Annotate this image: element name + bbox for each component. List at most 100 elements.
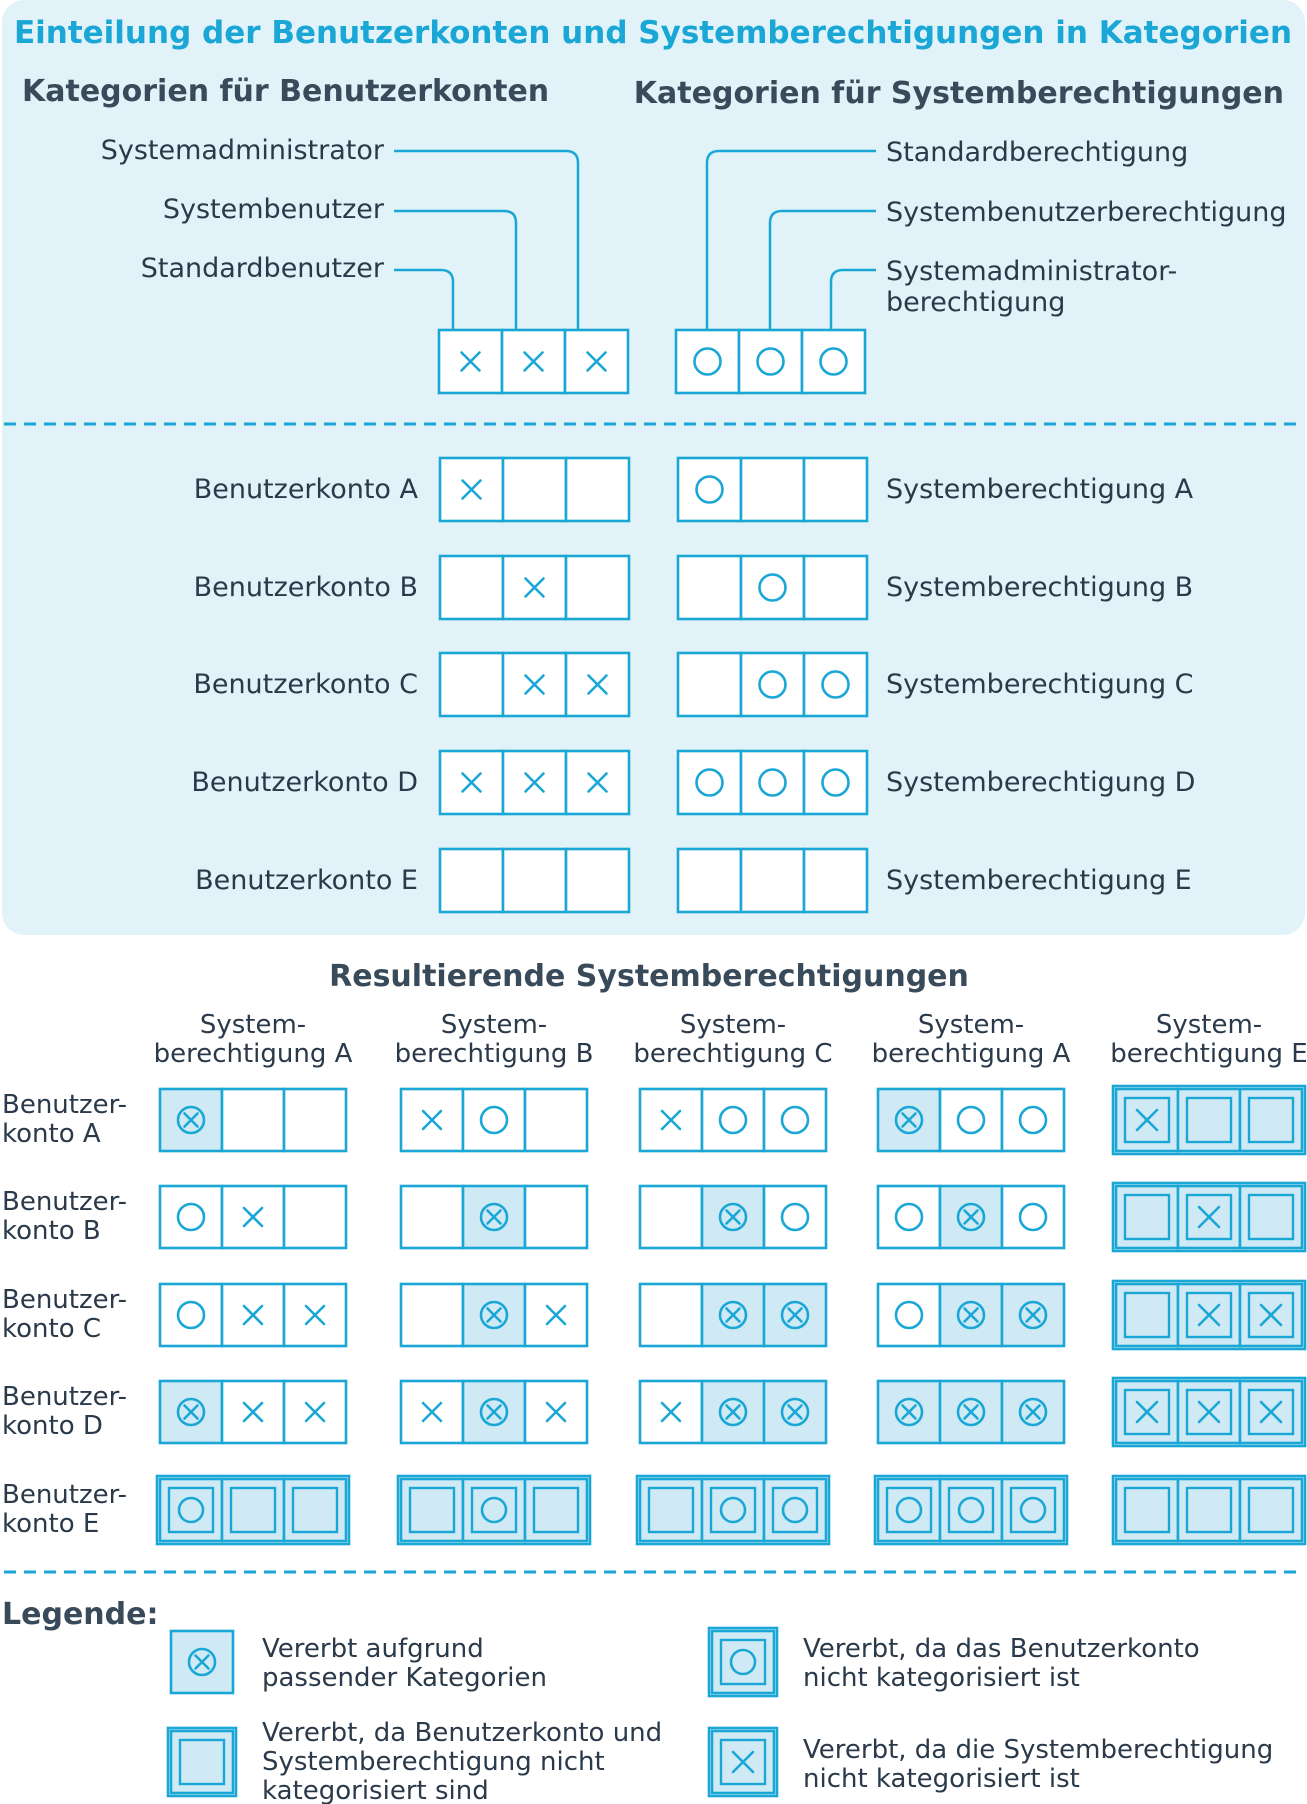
connector-systemadministrator bbox=[394, 149, 580, 330]
result-cells-r4-c0 bbox=[155, 1474, 351, 1546]
result-column-header-4: berechtigung E bbox=[1110, 1039, 1307, 1069]
permission-label-2: Systemberechtigung C bbox=[886, 669, 1194, 700]
cell-o bbox=[876, 1184, 942, 1250]
result-column-header-2: berechtigung C bbox=[633, 1039, 832, 1069]
result-column-header-3: berechtigung A bbox=[872, 1039, 1071, 1069]
account-cells-3 bbox=[438, 749, 631, 816]
result-cells-r0-c0 bbox=[158, 1087, 348, 1153]
cell-b bbox=[1238, 1477, 1304, 1543]
cell-empty bbox=[676, 847, 743, 914]
cell-o bbox=[762, 1087, 828, 1153]
cell-b bbox=[282, 1477, 348, 1543]
cell-empty bbox=[564, 847, 631, 914]
cell-bo bbox=[710, 1629, 776, 1695]
cell-empty bbox=[523, 1184, 589, 1250]
connector-systembenutzer bbox=[394, 209, 518, 330]
cell-empty bbox=[676, 554, 743, 621]
cell-empty bbox=[638, 1282, 704, 1348]
result-row-label-2: konto C bbox=[2, 1314, 101, 1344]
permission-cells-4 bbox=[676, 847, 869, 914]
cell-empty bbox=[399, 1184, 465, 1250]
cell-bo bbox=[1000, 1477, 1066, 1543]
cell-empty bbox=[501, 847, 568, 914]
cell-empty bbox=[802, 847, 869, 914]
permission-cells-1 bbox=[676, 554, 869, 621]
cell-b bbox=[1114, 1477, 1180, 1543]
result-column-header-4: System- bbox=[1156, 1010, 1262, 1040]
cell-b bbox=[1176, 1087, 1242, 1153]
result-heading: Resultierende Systemberechtigungen bbox=[329, 959, 969, 994]
cell-x bbox=[523, 1379, 589, 1445]
result-row-label-4: Benutzer- bbox=[2, 1480, 127, 1510]
cell-empty bbox=[739, 456, 806, 523]
permission-label-1: Systemberechtigung B bbox=[886, 572, 1193, 603]
result-row-label-2: Benutzer- bbox=[2, 1285, 127, 1315]
category-label-systemadministrator: Systemadministrator bbox=[101, 135, 385, 166]
cell-o bbox=[802, 651, 869, 718]
result-column-header-1: System- bbox=[441, 1010, 547, 1040]
result-cells-r3-c1 bbox=[399, 1379, 589, 1445]
legend-text-0: Vererbt aufgrund bbox=[262, 1634, 484, 1664]
result-cells-r1-c3 bbox=[876, 1184, 1066, 1250]
account-cells-2 bbox=[438, 651, 631, 718]
result-cells-r4-c2 bbox=[635, 1474, 831, 1546]
cell-x bbox=[501, 749, 568, 816]
cell-o bbox=[700, 1087, 766, 1153]
permission-cells-0 bbox=[676, 456, 869, 523]
account-label-1: Benutzerkonto B bbox=[194, 572, 418, 603]
connector-systembenutzerberechtigung bbox=[768, 209, 876, 330]
account-label-2: Benutzerkonto C bbox=[193, 669, 418, 700]
category-label-systembenutzer: Systembenutzer bbox=[163, 194, 385, 225]
cell-bx bbox=[1238, 1379, 1304, 1445]
result-column-header-0: berechtigung A bbox=[154, 1039, 353, 1069]
result-cells-r0-c4 bbox=[1111, 1084, 1307, 1156]
result-cells-r3-c4 bbox=[1111, 1376, 1307, 1448]
cell-o bbox=[739, 749, 806, 816]
legend-text-2: kategorisiert sind bbox=[262, 1776, 489, 1804]
cell-o bbox=[737, 328, 804, 395]
cell-b bbox=[169, 1729, 235, 1795]
cell-bo bbox=[158, 1477, 224, 1543]
account-label-3: Benutzerkonto D bbox=[191, 767, 418, 798]
cell-o bbox=[938, 1087, 1004, 1153]
cell-o bbox=[461, 1087, 527, 1153]
result-row-label-0: konto A bbox=[2, 1119, 101, 1149]
cell-empty bbox=[802, 554, 869, 621]
connector-standardberechtigung bbox=[705, 149, 876, 330]
cell-o bbox=[1000, 1087, 1066, 1153]
category-header-cells bbox=[437, 328, 867, 395]
result-cells-r2-c2 bbox=[638, 1282, 828, 1348]
result-cells-r1-c0 bbox=[158, 1184, 348, 1250]
cell-ox bbox=[700, 1282, 766, 1348]
cell-empty bbox=[438, 651, 505, 718]
cell-bo bbox=[700, 1477, 766, 1543]
legend-text-3: nicht kategorisiert ist bbox=[803, 1764, 1080, 1794]
cell-empty bbox=[220, 1087, 286, 1153]
user-category-cells bbox=[437, 328, 630, 395]
result-matrix: System-berechtigung ASystem-berechtigung… bbox=[2, 1010, 1307, 1546]
diagram-title: Einteilung der Benutzerkonten und System… bbox=[14, 15, 1292, 51]
cell-empty bbox=[438, 554, 505, 621]
cell-empty bbox=[523, 1087, 589, 1153]
cell-bo bbox=[762, 1477, 828, 1543]
legend-text-3: Vererbt, da die Systemberechtigung bbox=[803, 1735, 1273, 1765]
cell-b bbox=[220, 1477, 286, 1543]
result-row-label-1: Benutzer- bbox=[2, 1187, 127, 1217]
legend-text-2: Vererbt, da Benutzerkonto und bbox=[262, 1718, 662, 1748]
cell-b bbox=[523, 1477, 589, 1543]
result-cells-r1-c2 bbox=[638, 1184, 828, 1250]
permission-label-3: Systemberechtigung D bbox=[886, 767, 1195, 798]
legend-swatch-0 bbox=[169, 1629, 235, 1695]
legend-text-2: Systemberechtigung nicht bbox=[262, 1747, 605, 1777]
cell-o bbox=[739, 651, 806, 718]
result-cells-r3-c2 bbox=[638, 1379, 828, 1445]
connector-standardbenutzer bbox=[394, 268, 455, 330]
cell-o bbox=[674, 328, 741, 395]
cell-empty bbox=[501, 456, 568, 523]
result-row-label-3: konto D bbox=[2, 1411, 103, 1441]
result-cells-r2-c4 bbox=[1111, 1279, 1307, 1351]
permission-cells-3 bbox=[676, 749, 869, 816]
result-column-header-0: System- bbox=[200, 1010, 306, 1040]
